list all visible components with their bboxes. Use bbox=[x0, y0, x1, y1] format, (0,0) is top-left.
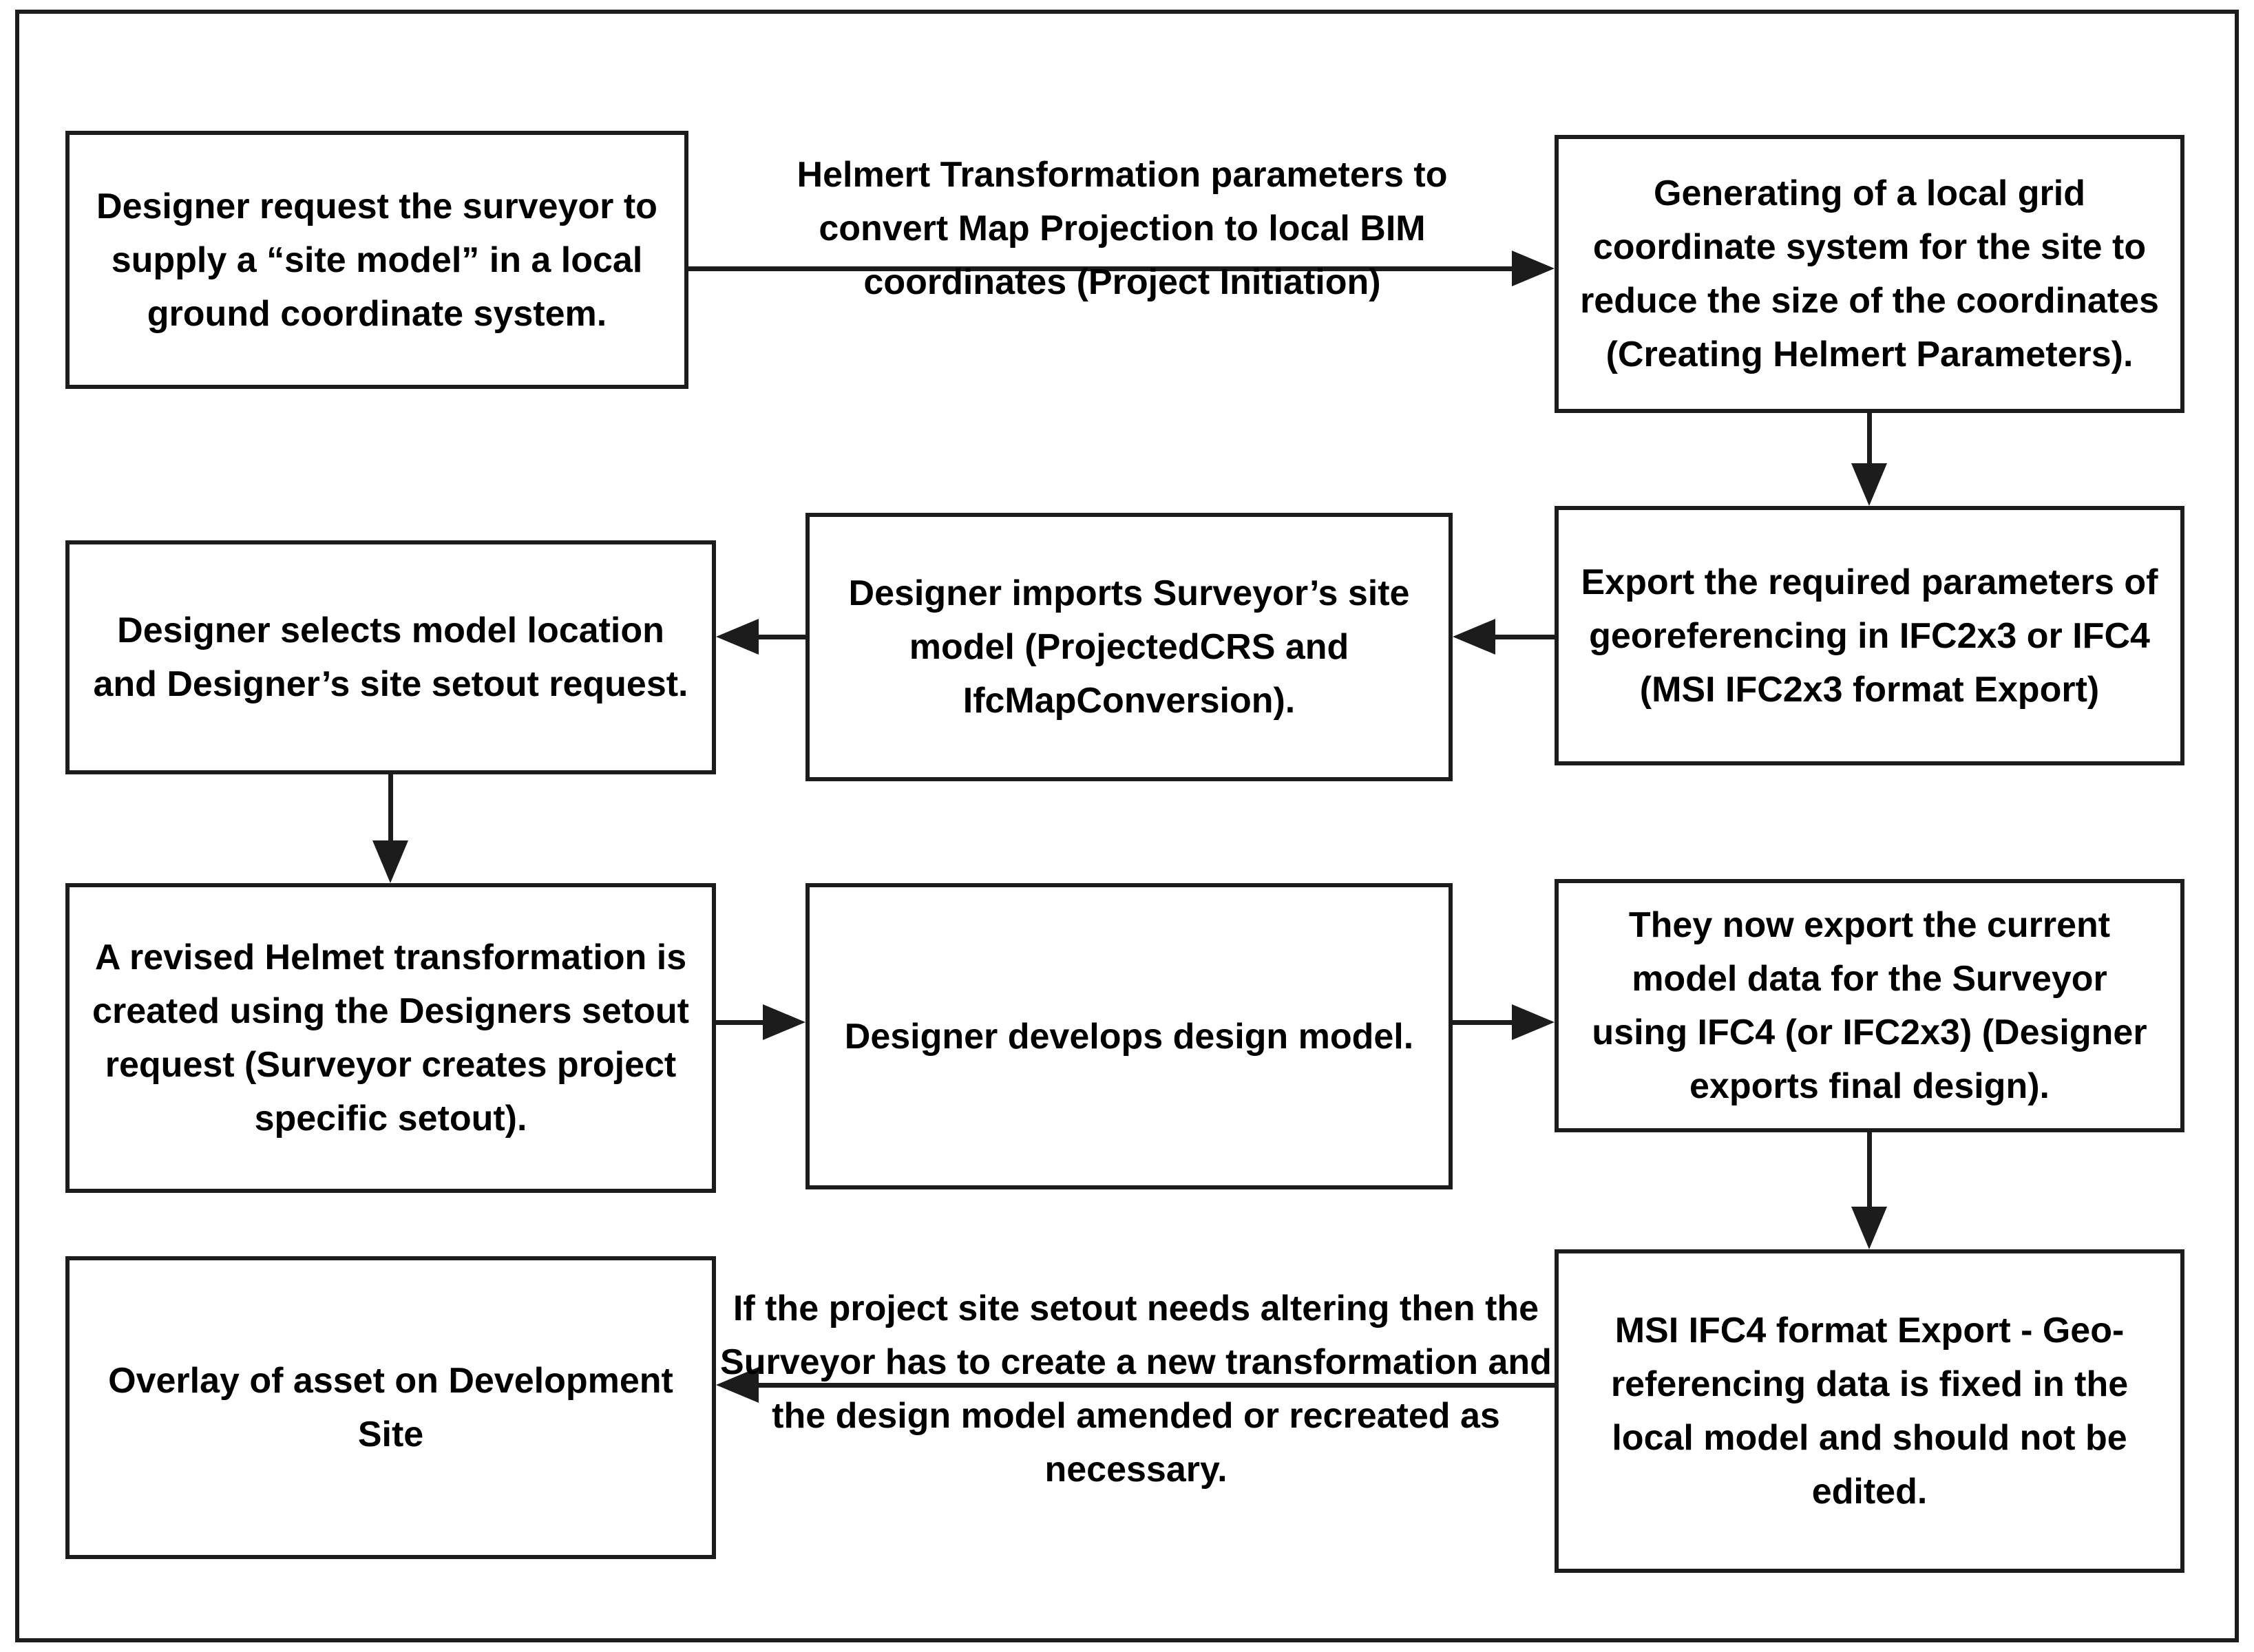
flow-box-request-site-model: Designer request the surveyor to supply … bbox=[65, 131, 688, 389]
flow-box-label: Designer request the surveyor to supply … bbox=[96, 186, 657, 334]
arrow-line bbox=[1453, 1020, 1512, 1025]
arrow-line bbox=[1495, 635, 1555, 639]
flow-box-label: Generating of a local grid coordinate sy… bbox=[1580, 173, 2159, 374]
flow-box-export-current: They now export the current model data f… bbox=[1555, 879, 2184, 1132]
flow-box-label: Designer develops design model. bbox=[844, 1016, 1414, 1057]
flow-box-overlay-asset: Overlay of asset on Development Site bbox=[65, 1256, 716, 1559]
flow-box-label: Overlay of asset on Development Site bbox=[108, 1361, 673, 1454]
flow-box-label: They now export the current model data f… bbox=[1592, 905, 2147, 1106]
edge-label-helmert-parameters: Helmert Transformation parameters to con… bbox=[797, 155, 1448, 302]
arrow-line bbox=[1867, 413, 1872, 468]
arrowhead-right-icon bbox=[1512, 1004, 1555, 1040]
arrow-line bbox=[388, 774, 393, 843]
flow-box-label: MSI IFC4 format Export - Geo-referencing… bbox=[1610, 1311, 2129, 1512]
flow-box-export-parameters: Export the required parameters of georef… bbox=[1555, 506, 2184, 765]
edge-label-setout-altering: If the project site setout needs alterin… bbox=[720, 1289, 1552, 1490]
arrow-line bbox=[1867, 1132, 1872, 1208]
flow-box-develops-model: Designer develops design model. bbox=[805, 883, 1453, 1189]
flow-box-label: A revised Helmet transformation is creat… bbox=[92, 938, 689, 1139]
arrow-line bbox=[688, 266, 1512, 271]
flow-box-designer-imports: Designer imports Surveyor’s site model (… bbox=[805, 513, 1453, 781]
arrowhead-left-icon bbox=[716, 619, 759, 655]
arrowhead-down-icon bbox=[372, 840, 408, 883]
flow-box-msi-ifc4-export: MSI IFC4 format Export - Geo-referencing… bbox=[1555, 1249, 2184, 1573]
arrow-line bbox=[716, 1020, 763, 1025]
flow-box-generate-local-grid: Generating of a local grid coordinate sy… bbox=[1555, 135, 2184, 413]
arrowhead-down-icon bbox=[1851, 463, 1887, 506]
arrowhead-left-icon bbox=[716, 1367, 759, 1403]
arrowhead-left-icon bbox=[1453, 619, 1495, 655]
arrow-line bbox=[759, 635, 805, 639]
flow-box-revised-helmert: A revised Helmet transformation is creat… bbox=[65, 883, 716, 1193]
flow-box-label: Export the required parameters of georef… bbox=[1581, 562, 2158, 710]
arrow-line bbox=[759, 1383, 1555, 1388]
flow-box-label: Designer selects model location and Desi… bbox=[93, 611, 688, 704]
arrowhead-right-icon bbox=[763, 1004, 805, 1040]
arrowhead-down-icon bbox=[1851, 1207, 1887, 1249]
flow-box-designer-selects: Designer selects model location and Desi… bbox=[65, 540, 716, 774]
flow-box-label: Designer imports Surveyor’s site model (… bbox=[848, 573, 1410, 721]
arrowhead-right-icon bbox=[1512, 251, 1555, 286]
